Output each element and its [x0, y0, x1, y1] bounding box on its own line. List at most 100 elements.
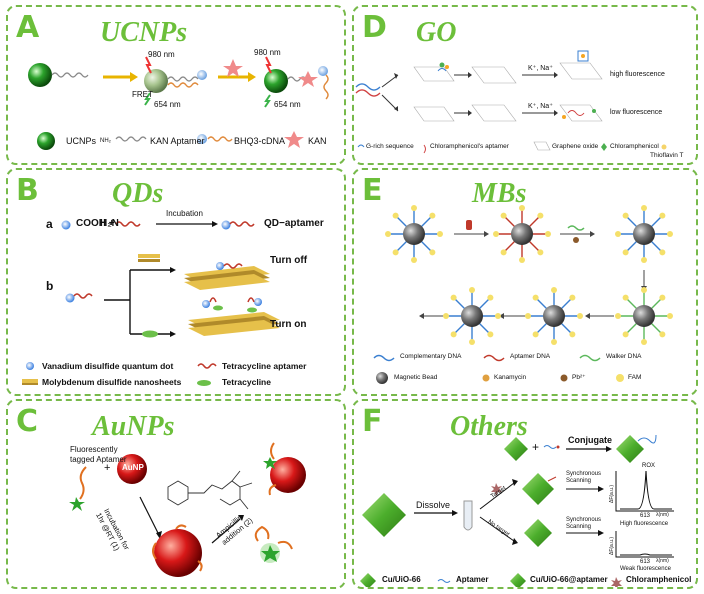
panel-go: D GO K⁺, Na⁺ high fluorescence K⁺, Na⁺ l…	[352, 5, 698, 165]
panel-ucnps: A UCNPs 980 nm FRET 654 n	[6, 5, 346, 165]
label-aunp: AuNP	[122, 463, 144, 472]
panel-title: AuNPs	[92, 411, 175, 442]
fam-dot	[622, 212, 629, 219]
aunp-sphere	[117, 454, 147, 484]
fam-dot	[659, 212, 666, 219]
legend-grich: G-rich sequence	[366, 143, 414, 150]
fam-dot	[545, 231, 551, 237]
legend-cdna: BHQ3-cDNA	[234, 136, 286, 146]
legend-tetracycline-aptamer: Tetracycline aptamer	[222, 361, 307, 371]
legend-aptamer: KAN Aptamer	[150, 136, 205, 146]
mos2-nanosheet	[188, 312, 280, 336]
aunp-conjugate	[154, 529, 202, 577]
fam-dot	[659, 294, 666, 301]
legend-tetracycline: Tetracycline	[222, 377, 271, 387]
label-plus: +	[104, 462, 111, 474]
label-incubation: Incubation	[166, 209, 203, 218]
label-high-fluorescence: High fluorescence	[620, 521, 669, 527]
fam-dot	[569, 331, 576, 338]
fam-dot	[667, 231, 673, 237]
aunp-sphere	[270, 457, 306, 493]
fam-dot	[392, 212, 399, 219]
fam-dot	[641, 339, 647, 345]
label-yaxis-weak: ΔF(a.u.)	[609, 536, 615, 555]
panel-title: GO	[416, 17, 457, 48]
legend-cu-uio-66-aptamer: Cu/UiO-66@aptamer	[530, 575, 608, 584]
fam-dot	[392, 249, 399, 256]
legend-chlor-aptamer: Chloramphenicol's aptamer	[430, 143, 509, 150]
quantum-dot-icon	[61, 220, 71, 230]
legend-walker-dna: Walker DNA	[606, 353, 642, 360]
legend-graphene-oxide: Graphene oxide	[552, 143, 599, 150]
label-low-fluorescence: low fluorescence	[610, 109, 663, 116]
label-k-na: K⁺, Na⁺	[528, 65, 553, 72]
aptamer-strand	[51, 72, 89, 78]
label-turn-off: Turn off	[270, 255, 308, 266]
fam-dot	[569, 294, 576, 301]
fam-dot	[495, 313, 501, 319]
legend-ucnps: UCNPs	[66, 136, 97, 146]
fam-dot	[537, 249, 544, 256]
fam-dot	[525, 313, 531, 319]
fam-dot	[659, 249, 666, 256]
legend-magnetic-bead: Magnetic Bead	[394, 374, 438, 381]
fam-dot	[667, 313, 673, 319]
grich-strand	[355, 83, 381, 91]
fam-dot	[469, 339, 475, 345]
fam-dot	[659, 331, 666, 338]
fam-dot	[443, 313, 449, 319]
fam-dot	[385, 231, 391, 237]
label-sync-scanning-1: Synchronous Scanning	[566, 471, 602, 484]
fam-dot	[411, 205, 417, 211]
fam-dot	[450, 331, 457, 338]
ucnps-diagram	[28, 56, 329, 150]
fam-dot	[411, 257, 417, 263]
fam-dot	[493, 231, 499, 237]
panel-qds: B QDs a COOH + H₂N Incubation	[6, 168, 346, 396]
legend-cu-uio-66: Cu/UiO-66	[382, 575, 421, 584]
panel-others: F Others + Conjugate Dissolve T	[352, 399, 698, 589]
fam-dot	[615, 231, 621, 237]
label-sync-scanning-2: Synchronous Scanning	[566, 517, 602, 530]
label-plus: +	[532, 440, 540, 454]
kan-star-icon	[223, 59, 243, 77]
legend-kan: KAN	[308, 136, 327, 146]
fam-dot	[622, 331, 629, 338]
label-613-weak: 613	[640, 559, 651, 565]
label-980nm: 980 nm	[254, 48, 281, 57]
fam-dot	[532, 294, 539, 301]
fam-dot	[429, 249, 436, 256]
legend-kanamycin: Kanamycin	[494, 374, 527, 381]
fam-dot	[429, 212, 436, 219]
label-high-fluorescence: high fluorescence	[610, 71, 665, 78]
magnetic-bead	[461, 305, 483, 327]
ucnp-sphere	[144, 69, 168, 93]
panel-letter: D	[362, 10, 387, 45]
legend-aptamer-dna: Aptamer DNA	[510, 353, 551, 360]
cu-uio-66-icon	[504, 437, 528, 461]
fam-dot	[437, 231, 443, 237]
tetracycline-icon	[142, 330, 158, 338]
fluorophore-star-icon	[261, 545, 280, 562]
chloramphenicol-icon	[491, 483, 502, 496]
panel-mbs: E MBs Complementary DNA Aptamer DNA Walk…	[352, 168, 698, 396]
label-h2n: H₂N	[100, 218, 119, 229]
label-qd-aptamer: QD−aptamer	[264, 218, 324, 229]
label-turn-on: Turn on	[270, 319, 307, 330]
fam-dot	[622, 249, 629, 256]
quencher-icon	[197, 70, 207, 80]
label-k-na: K⁺, Na⁺	[528, 103, 553, 110]
panel-letter: E	[362, 173, 383, 208]
label-fret: FRET	[132, 90, 153, 99]
label-654nm: 654 nm	[274, 100, 301, 109]
label-xaxis-high: λ(nm)	[656, 512, 669, 518]
panel-title: MBs	[472, 178, 527, 209]
fam-dot	[519, 205, 525, 211]
fam-dot	[500, 212, 507, 219]
label-613-high: 613	[640, 513, 651, 519]
label-xaxis-weak: λ(nm)	[656, 558, 669, 564]
magnetic-bead	[403, 223, 425, 245]
ampicillin-structure	[167, 470, 253, 510]
panel-title: UCNPs	[100, 17, 188, 48]
fam-dot	[615, 313, 621, 319]
